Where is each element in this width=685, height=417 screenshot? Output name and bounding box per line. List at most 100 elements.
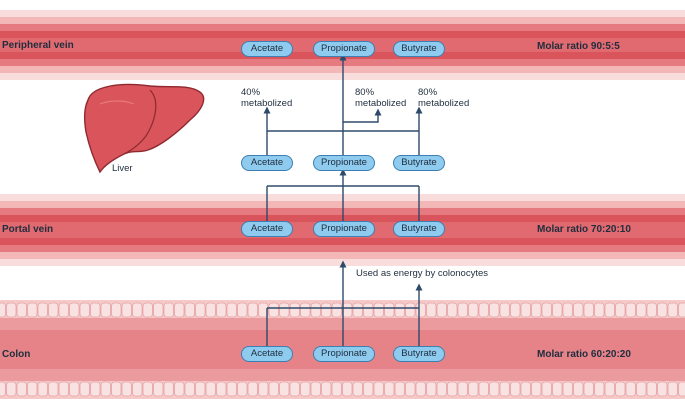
portal-propionate-pill: Propionate [313, 221, 375, 237]
colon-cell [268, 302, 279, 318]
colon-cell [499, 302, 510, 318]
liver-icon [83, 83, 205, 174]
propionate-metabolized-note: 80% metabolized [355, 87, 407, 109]
colon-cell [37, 381, 48, 397]
peripheral-vein-label: Peripheral vein [2, 40, 74, 51]
liver-acetate-pill: Acetate [241, 155, 293, 171]
colon-cell [468, 381, 479, 397]
colon-cell [289, 381, 300, 397]
colon-cell [426, 302, 437, 318]
colon-cell [583, 302, 594, 318]
colon-cell [90, 302, 101, 318]
colon-cell [153, 381, 164, 397]
colon-cell [625, 302, 636, 318]
colon-cell [247, 302, 258, 318]
colon-ratio: Molar ratio 60:20:20 [537, 349, 631, 360]
colon-cell [447, 302, 458, 318]
colon-cell [100, 302, 111, 318]
colon-cell [384, 302, 395, 318]
colon-cell [310, 302, 321, 318]
colon-cell [100, 381, 111, 397]
colon-cell [237, 381, 248, 397]
colon-cell [352, 302, 363, 318]
colon-cell [289, 302, 300, 318]
portal-vein-label: Portal vein [2, 224, 54, 235]
colon-cell [373, 381, 384, 397]
colon-cell [489, 381, 500, 397]
colon-cell [363, 381, 374, 397]
colon-acetate-pill: Acetate [241, 346, 293, 362]
colon-cell [0, 302, 6, 318]
colon-cell [321, 381, 332, 397]
colon-cell [226, 381, 237, 397]
colon-cell [258, 302, 269, 318]
colon-cell [583, 381, 594, 397]
colon-cell [457, 381, 468, 397]
colon-cell [205, 302, 216, 318]
colon-cell [48, 302, 59, 318]
colon-cell [184, 302, 195, 318]
colon-cell [90, 381, 101, 397]
colon-cell [615, 381, 626, 397]
colon-cell [0, 381, 6, 397]
colon-cell [16, 381, 27, 397]
colon-cell [520, 302, 531, 318]
colon-cell [111, 381, 122, 397]
colon-cell [646, 302, 657, 318]
colon-cell [363, 302, 374, 318]
colon-cell [79, 302, 90, 318]
colon-cell [279, 302, 290, 318]
colon-cell [489, 302, 500, 318]
colon-cell [573, 381, 584, 397]
butyrate-metabolized-note: 80% metabolized [418, 87, 470, 109]
colon-cell [478, 302, 489, 318]
colon-cell [205, 381, 216, 397]
portal-to-liver-arrows [266, 168, 420, 222]
colon-cells-bottom [0, 381, 685, 397]
colon-cell [531, 302, 542, 318]
colon-cell [195, 381, 206, 397]
colon-cell [436, 381, 447, 397]
colon-cell [531, 381, 542, 397]
colon-cell [111, 302, 122, 318]
peripheral-acetate-pill: Acetate [241, 41, 293, 57]
colon-cell [321, 302, 332, 318]
colon-cell [48, 381, 59, 397]
colon-cell [604, 381, 615, 397]
colon-cell [426, 381, 437, 397]
colon-cell [195, 302, 206, 318]
colon-cell [636, 381, 647, 397]
colon-cell [121, 302, 132, 318]
colon-cell [16, 302, 27, 318]
colon-cell [594, 302, 605, 318]
liver-to-peripheral-arrows [263, 53, 423, 155]
colon-cell [657, 381, 668, 397]
colon-cell [342, 381, 353, 397]
colon-cell [510, 302, 521, 318]
colon-cell [184, 381, 195, 397]
colon-cell [625, 381, 636, 397]
colon-cell [237, 302, 248, 318]
colon-cell [447, 381, 458, 397]
colon-cell [510, 381, 521, 397]
colon-cell [153, 302, 164, 318]
colonocytes-note: Used as energy by colonocytes [356, 268, 489, 279]
acetate-metabolized-note: 40% metabolized [241, 87, 293, 109]
colon-cell [562, 381, 573, 397]
colon-cell [27, 302, 38, 318]
colon-cell [69, 381, 80, 397]
colon-cell [247, 381, 258, 397]
peripheral-ratio: Molar ratio 90:5:5 [537, 41, 620, 52]
colon-cell [216, 381, 227, 397]
colon-cell [121, 381, 132, 397]
colon-cell [520, 381, 531, 397]
colon-cell [352, 381, 363, 397]
colon-cell [604, 302, 615, 318]
colon-cell [163, 302, 174, 318]
colon-cell [216, 302, 227, 318]
colon-cell [258, 381, 269, 397]
colon-cell [678, 381, 685, 397]
colon-cell [394, 381, 405, 397]
colon-cell [331, 302, 342, 318]
colon-cell [27, 381, 38, 397]
